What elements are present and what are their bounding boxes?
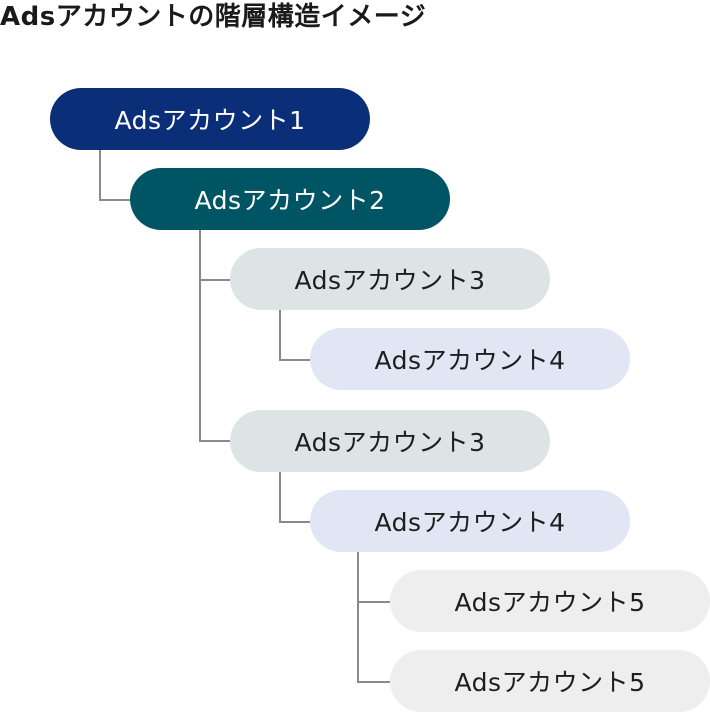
connector-line [357,552,390,683]
node-ads-account-1: Adsアカウント1 [50,88,370,150]
node-ads-account-4: Adsアカウント4 [310,328,630,390]
connector-line [199,230,230,442]
connector-line [279,472,310,523]
node-ads-account-4: Adsアカウント4 [310,490,630,552]
node-ads-account-5: Adsアカウント5 [390,650,710,712]
diagram-title: Adsアカウントの階層構造イメージ [0,2,427,32]
node-ads-account-2: Adsアカウント2 [130,168,450,230]
connector-line [99,150,130,201]
node-ads-account-3: Adsアカウント3 [230,248,550,310]
node-ads-account-3: Adsアカウント3 [230,410,550,472]
connector-line [279,310,310,361]
node-ads-account-5: Adsアカウント5 [390,570,710,632]
